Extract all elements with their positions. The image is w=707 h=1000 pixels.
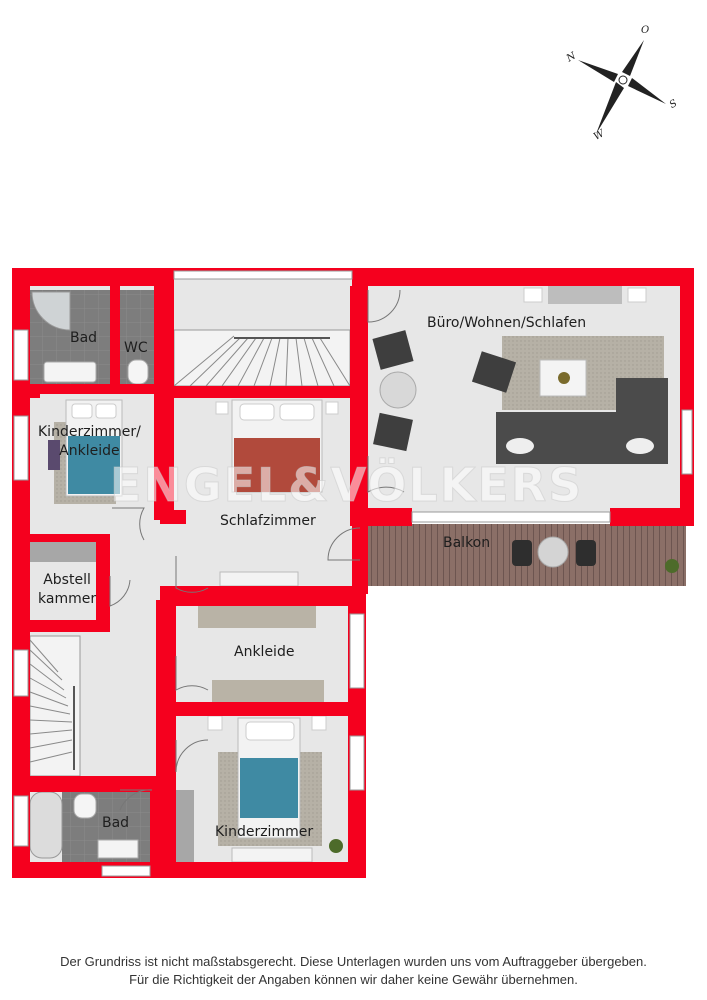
room-label-ankleide: Ankleide: [234, 644, 295, 660]
furniture: [29, 286, 679, 863]
room-label-schlafzimmer: Schlafzimmer: [220, 513, 316, 529]
disclaimer-line2: Für die Richtigkeit der Angaben können w…: [129, 972, 578, 987]
room-label-kinderzimmer-ankleide-line1: Kinderzimmer/: [38, 424, 141, 440]
room-label-kinderzimmer: Kinderzimmer: [215, 824, 314, 840]
room-label-bad-bottom: Bad: [102, 815, 130, 831]
watermark-logo: ENGEL&VÖLKERS: [109, 458, 584, 513]
compass-east: O: [641, 25, 650, 36]
compass-rose-icon: [578, 40, 666, 134]
stairs-left: [29, 635, 81, 777]
windows: [13, 270, 693, 877]
disclaimer-line1: Der Grundriss ist nicht maßstabsgerecht.…: [60, 954, 647, 969]
room-label-kinderzimmer-ankleide: Kinderzimmer/ Ankleide: [38, 423, 141, 461]
room-label-wc: WC: [124, 340, 148, 356]
room-label-abstellkammer-line1: Abstell: [43, 572, 91, 588]
room-label-bad-top: Bad: [70, 330, 98, 346]
room-label-abstellkammer: Abstell kammer: [38, 571, 96, 609]
disclaimer: Der Grundriss ist nicht maßstabsgerecht.…: [0, 953, 707, 989]
stairs-top: [173, 329, 351, 387]
room-label-abstellkammer-line2: kammer: [38, 591, 97, 607]
room-label-kinderzimmer-ankleide-line2: Ankleide: [59, 443, 120, 459]
room-label-buero: Büro/Wohnen/Schlafen: [427, 315, 587, 331]
room-label-balkon: Balkon: [443, 535, 491, 551]
doors: [109, 289, 405, 811]
